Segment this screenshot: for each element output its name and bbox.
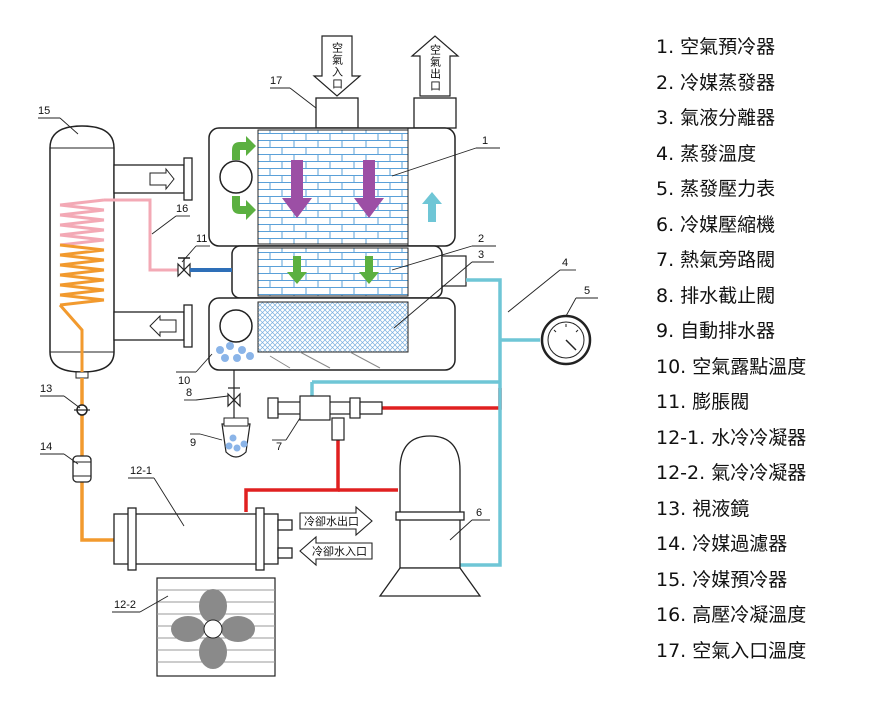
number-11: 11 <box>196 233 207 245</box>
flow-arrows <box>232 136 442 284</box>
fan-icon <box>171 589 255 669</box>
auto-drain <box>221 417 251 458</box>
number-10: 10 <box>178 375 190 387</box>
number-1: 1 <box>482 135 488 147</box>
green-arrow-2a <box>287 256 307 284</box>
legend-item: 12-1. 水冷冷凝器 <box>656 426 807 449</box>
svg-text:空氣入口: 空氣入口 <box>331 41 344 90</box>
number-8: 8 <box>186 387 192 399</box>
number-6: 6 <box>476 507 482 519</box>
svg-text:冷卻水入口: 冷卻水入口 <box>312 545 367 558</box>
main-dryer-unit <box>208 97 467 371</box>
purple-arrow-2 <box>354 160 384 218</box>
svg-text:冷卻水出口: 冷卻水出口 <box>304 514 359 528</box>
pink-coil <box>59 198 105 247</box>
legend-item: 17. 空氣入口溫度 <box>656 639 807 662</box>
refrigerant-filter <box>72 455 92 483</box>
component-legend: 1. 空氣預冷器 2. 冷媒蒸發器 3. 氣液分離器 4. 蒸發溫度 5. 蒸發壓力表 6… <box>656 30 876 669</box>
coolwater-in-arrow: 冷卻水入口 <box>299 535 373 567</box>
air-cooled-condenser <box>156 577 276 677</box>
legend-item: 2. 冷媒蒸發器 <box>656 71 776 94</box>
number-15: 15 <box>38 105 50 117</box>
expansion-valve <box>177 257 232 278</box>
water-cooled-condenser <box>113 507 293 571</box>
legend-item: 6. 冷媒壓縮機 <box>656 213 776 236</box>
legend-item: 12-2. 氣冷冷凝器 <box>656 462 807 484</box>
number-12-2: 12-2 <box>114 599 136 611</box>
green-turn-arrow-top <box>232 136 256 160</box>
svg-text:空氣出口: 空氣出口 <box>429 43 442 92</box>
legend-item: 1. 空氣預冷器 <box>656 36 776 58</box>
green-arrow-2b <box>359 256 379 284</box>
drain-valve <box>227 370 241 418</box>
coolwater-out-arrow: 冷卻水出口 <box>299 505 373 537</box>
cyan-arrow-up <box>422 192 442 222</box>
number-5: 5 <box>584 285 590 297</box>
legend-item: 16. 高壓冷凝溫度 <box>656 604 807 626</box>
number-2: 2 <box>478 233 484 245</box>
pressure-gauge <box>540 314 592 366</box>
legend-item: 5. 蒸發壓力表 <box>656 178 776 200</box>
legend-item: 14. 冷媒過濾器 <box>656 533 788 555</box>
legend-item: 10. 空氣露點溫度 <box>656 355 807 378</box>
refrigerant-compressor <box>378 435 482 597</box>
green-turn-arrow-bottom <box>232 196 256 220</box>
water-droplets <box>216 342 254 362</box>
purple-arrow-1 <box>282 160 312 218</box>
air-inlet-arrow: 空氣入口 <box>312 35 362 97</box>
number-13: 13 <box>40 383 52 395</box>
legend-item: 9. 自動排水器 <box>656 320 776 342</box>
leader-lines <box>38 87 598 613</box>
number-3: 3 <box>478 249 484 261</box>
number-9: 9 <box>190 437 196 449</box>
number-4: 4 <box>562 257 568 269</box>
high-pressure-line <box>104 198 178 272</box>
legend-item: 11. 膨脹閥 <box>656 391 750 413</box>
number-17: 17 <box>270 75 282 87</box>
number-12-1: 12-1 <box>130 465 152 477</box>
number-7: 7 <box>276 441 282 453</box>
number-14: 14 <box>40 441 52 453</box>
legend-item: 15. 冷媒預冷器 <box>656 568 788 591</box>
number-16: 16 <box>176 203 188 215</box>
hot-gas-line-1 <box>382 388 502 410</box>
liquid-line <box>80 378 114 542</box>
orange-coil <box>58 243 105 372</box>
suction-line <box>312 278 540 567</box>
legend-item: 8. 排水截止閥 <box>656 284 776 307</box>
legend-item: 7. 熱氣旁路閥 <box>656 249 776 271</box>
refrigerant-precooler-tank <box>49 125 115 379</box>
sight-glass <box>74 404 90 416</box>
legend-item: 3. 氣液分離器 <box>656 107 776 129</box>
hot-gas-line-2 <box>244 440 340 512</box>
hot-gas-bypass-valve <box>267 395 383 441</box>
air-outlet-arrow: 空氣出口 <box>410 35 460 97</box>
component-numbers: 1 2 3 4 5 6 7 8 9 10 11 12-1 12-2 13 14 … <box>38 75 590 611</box>
legend-item: 13. 視液鏡 <box>656 497 750 520</box>
air-ducts <box>113 157 193 348</box>
legend-item: 4. 蒸發溫度 <box>656 142 757 165</box>
